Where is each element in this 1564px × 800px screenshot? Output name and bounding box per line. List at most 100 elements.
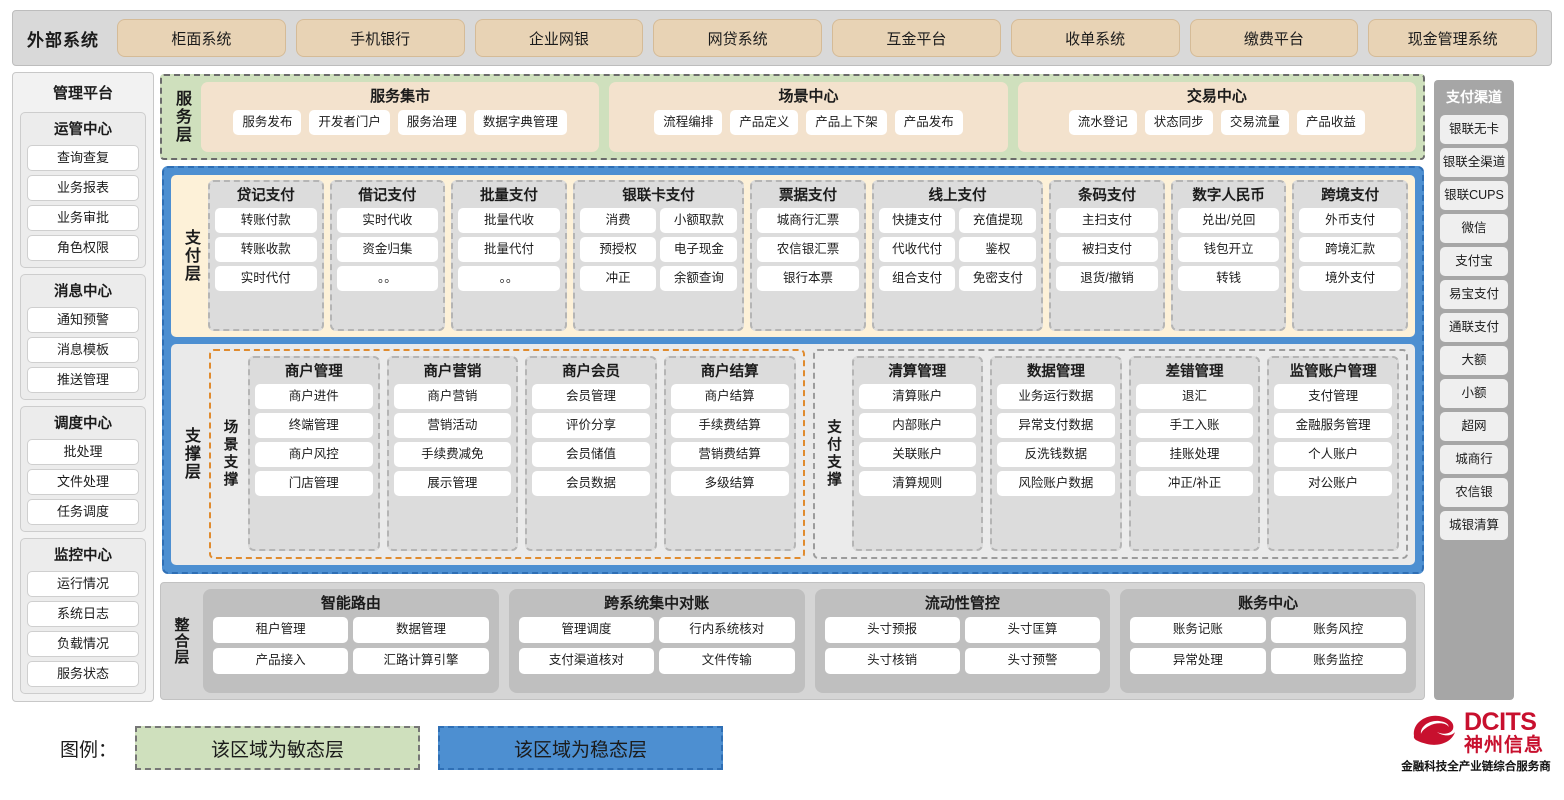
integration-item[interactable]: 行内系统核对 <box>659 617 795 643</box>
payment-item[interactable]: 钱包开立 <box>1177 237 1280 262</box>
support-item[interactable]: 评价分享 <box>532 413 650 438</box>
payment-item[interactable]: 免密支付 <box>959 266 1037 291</box>
payment-item[interactable]: 鉴权 <box>959 237 1037 262</box>
support-item[interactable]: 清算规则 <box>858 471 977 496</box>
sidebar-item[interactable]: 查询查复 <box>27 145 139 171</box>
payment-item[interactable]: 实时代付 <box>215 266 317 291</box>
sidebar-item[interactable]: 负载情况 <box>27 631 139 657</box>
support-item[interactable]: 个人账户 <box>1274 442 1392 467</box>
payment-channel-item[interactable]: 超网 <box>1440 412 1508 441</box>
support-item[interactable]: 手续费结算 <box>670 413 789 438</box>
payment-item[interactable]: 退货/撤销 <box>1056 266 1158 291</box>
support-item[interactable]: 对公账户 <box>1274 471 1392 496</box>
payment-item[interactable]: 实时代收 <box>336 208 439 233</box>
integration-item[interactable]: 异常处理 <box>1130 648 1266 674</box>
integration-item[interactable]: 头寸预报 <box>824 617 960 643</box>
payment-item[interactable]: 转钱 <box>1177 266 1280 291</box>
payment-item[interactable]: 被扫支付 <box>1056 237 1158 262</box>
support-item[interactable]: 商户营销 <box>393 384 512 409</box>
payment-item[interactable]: 快捷支付 <box>878 208 956 233</box>
payment-item[interactable]: 。。 <box>336 266 439 291</box>
support-item[interactable]: 营销活动 <box>393 413 512 438</box>
payment-item[interactable]: 充值提现 <box>959 208 1037 233</box>
service-item[interactable]: 数据字典管理 <box>473 110 567 135</box>
service-item[interactable]: 服务发布 <box>233 110 302 135</box>
integration-item[interactable]: 账务风控 <box>1270 617 1406 643</box>
payment-item[interactable]: 兑出/兑回 <box>1177 208 1280 233</box>
support-item[interactable]: 业务运行数据 <box>997 384 1115 409</box>
payment-item[interactable]: 银行本票 <box>757 266 859 291</box>
integration-item[interactable]: 产品接入 <box>213 648 349 674</box>
sidebar-item[interactable]: 文件处理 <box>27 469 139 495</box>
support-item[interactable]: 会员管理 <box>532 384 650 409</box>
payment-item[interactable]: 批量代付 <box>458 237 560 262</box>
service-item[interactable]: 产品上下架 <box>806 110 887 135</box>
payment-item[interactable]: 组合支付 <box>878 266 956 291</box>
payment-item[interactable]: 电子现金 <box>660 237 738 262</box>
integration-item[interactable]: 文件传输 <box>659 648 795 674</box>
external-system-chip[interactable]: 收单系统 <box>1010 19 1180 57</box>
payment-channel-item[interactable]: 城商行 <box>1440 445 1508 474</box>
payment-channel-item[interactable]: 小额 <box>1440 379 1508 408</box>
support-item[interactable]: 展示管理 <box>393 471 512 496</box>
service-item[interactable]: 状态同步 <box>1144 110 1213 135</box>
payment-channel-item[interactable]: 农信银 <box>1440 478 1508 507</box>
payment-item[interactable]: 代收代付 <box>878 237 956 262</box>
payment-item[interactable]: 农信银汇票 <box>757 237 859 262</box>
sidebar-item[interactable]: 批处理 <box>27 439 139 465</box>
support-item[interactable]: 商户进件 <box>255 384 373 409</box>
external-system-chip[interactable]: 手机银行 <box>295 19 465 57</box>
payment-item[interactable]: 转账付款 <box>215 208 317 233</box>
sidebar-item[interactable]: 消息模板 <box>27 337 139 363</box>
payment-item[interactable]: 城商行汇票 <box>757 208 859 233</box>
payment-channel-item[interactable]: 大额 <box>1440 346 1508 375</box>
integration-item[interactable]: 数据管理 <box>353 617 489 643</box>
sidebar-item[interactable]: 通知预警 <box>27 307 139 333</box>
support-item[interactable]: 清算账户 <box>858 384 977 409</box>
sidebar-item[interactable]: 任务调度 <box>27 499 139 525</box>
integration-item[interactable]: 租户管理 <box>213 617 349 643</box>
payment-item[interactable]: 余额查询 <box>660 266 738 291</box>
support-item[interactable]: 内部账户 <box>858 413 977 438</box>
support-item[interactable]: 终端管理 <box>255 413 373 438</box>
integration-item[interactable]: 管理调度 <box>518 617 655 643</box>
integration-item[interactable]: 头寸预警 <box>964 648 1101 674</box>
sidebar-item[interactable]: 业务报表 <box>27 175 139 201</box>
support-item[interactable]: 异常支付数据 <box>997 413 1115 438</box>
support-item[interactable]: 退汇 <box>1135 384 1254 409</box>
payment-item[interactable]: 冲正 <box>579 266 657 291</box>
support-item[interactable]: 反洗钱数据 <box>997 442 1115 467</box>
service-item[interactable]: 开发者门户 <box>309 110 390 135</box>
support-item[interactable]: 多级结算 <box>670 471 789 496</box>
service-item[interactable]: 流程编排 <box>654 110 723 135</box>
payment-item[interactable]: 转账收款 <box>215 237 317 262</box>
payment-channel-item[interactable]: 城银清算 <box>1440 511 1508 540</box>
sidebar-item[interactable]: 业务审批 <box>27 205 139 231</box>
service-item[interactable]: 流水登记 <box>1068 110 1137 135</box>
support-item[interactable]: 支付管理 <box>1274 384 1392 409</box>
payment-channel-item[interactable]: 银联无卡 <box>1440 115 1508 144</box>
payment-item[interactable]: 消费 <box>579 208 657 233</box>
payment-channel-item[interactable]: 易宝支付 <box>1440 280 1508 309</box>
external-system-chip[interactable]: 互金平台 <box>832 19 1001 57</box>
sidebar-item[interactable]: 角色权限 <box>27 235 139 261</box>
support-item[interactable]: 商户风控 <box>255 442 373 467</box>
integration-item[interactable]: 账务监控 <box>1270 648 1406 674</box>
payment-item[interactable]: 小额取款 <box>660 208 738 233</box>
sidebar-item[interactable]: 推送管理 <box>27 367 139 393</box>
service-item[interactable]: 交易流量 <box>1220 110 1289 135</box>
payment-item[interactable]: 资金归集 <box>336 237 439 262</box>
integration-item[interactable]: 账务记账 <box>1130 617 1266 643</box>
support-item[interactable]: 会员数据 <box>532 471 650 496</box>
external-system-chip[interactable]: 企业网银 <box>474 19 644 57</box>
integration-item[interactable]: 汇路计算引擎 <box>353 648 489 674</box>
sidebar-item[interactable]: 运行情况 <box>27 571 139 597</box>
payment-item[interactable]: 。。 <box>458 266 560 291</box>
payment-channel-item[interactable]: 银联全渠道 <box>1440 148 1508 177</box>
support-item[interactable]: 冲正/补正 <box>1135 471 1254 496</box>
payment-channel-item[interactable]: 微信 <box>1440 214 1508 243</box>
support-item[interactable]: 门店管理 <box>255 471 373 496</box>
payment-item[interactable]: 主扫支付 <box>1056 208 1158 233</box>
payment-item[interactable]: 境外支付 <box>1299 266 1401 291</box>
support-item[interactable]: 挂账处理 <box>1135 442 1254 467</box>
